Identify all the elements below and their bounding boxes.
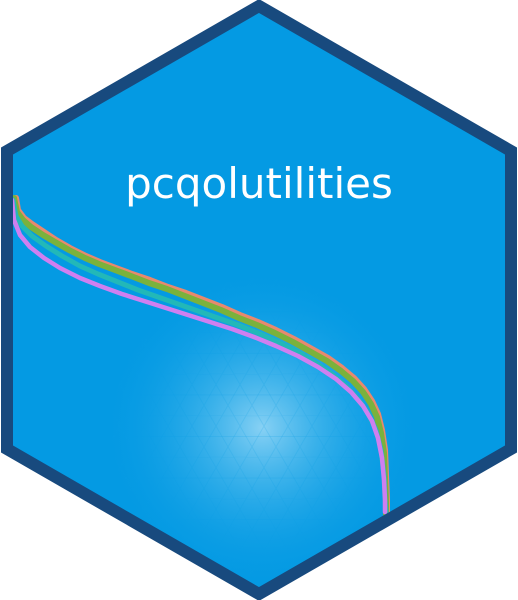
logo-title: pcqolutilities: [125, 159, 393, 208]
curve-green: [11, 195, 389, 517]
curve-violet: [9, 197, 388, 515]
glow-spot: [97, 263, 427, 593]
survival-curves: [9, 195, 390, 517]
